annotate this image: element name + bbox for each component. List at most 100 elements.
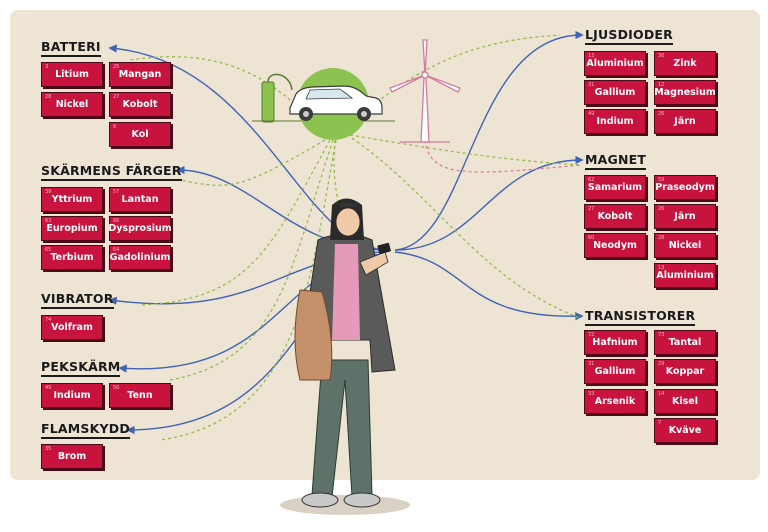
element-number: 73	[658, 332, 665, 338]
element-name: Indium	[596, 116, 634, 127]
element-name: Nickel	[668, 240, 702, 251]
element-number: 31	[588, 361, 595, 367]
element-number: 27	[113, 94, 120, 100]
element-name: Kobolt	[597, 211, 633, 222]
element-name: Litium	[55, 69, 89, 80]
element-name: Mangan	[118, 69, 162, 80]
element-name: Yttrium	[51, 194, 93, 205]
element-number: 25	[113, 64, 120, 70]
element-name: Kobolt	[122, 99, 158, 110]
element-name: Kol	[131, 129, 149, 140]
element-number: 57	[113, 189, 120, 195]
element-number: 13	[588, 53, 595, 59]
element-number: 7	[658, 420, 662, 426]
element-number: 72	[588, 332, 595, 338]
element-number: 63	[45, 218, 52, 224]
element-name: Zink	[673, 58, 697, 69]
element-number: 6	[113, 124, 117, 130]
element-number: 35	[45, 446, 52, 452]
element-number: 31	[588, 82, 595, 88]
heading-flamskydd: FLAMSKYDD	[41, 422, 130, 439]
line-ljusdioder	[394, 30, 584, 251]
element-number: 14	[658, 391, 665, 397]
element-number: 33	[588, 391, 595, 397]
heading-batteri: BATTERI	[41, 40, 101, 57]
element-name: Tantal	[668, 337, 702, 348]
element-name: Arsenik	[594, 396, 636, 407]
element-number: 64	[113, 247, 120, 253]
element-name: Lantan	[121, 194, 159, 205]
element-number: 3	[45, 64, 49, 70]
element-number: 62	[588, 177, 595, 183]
element-number: 30	[658, 53, 665, 59]
element-name: Neodym	[593, 240, 637, 251]
woman-with-phone-icon	[280, 198, 410, 515]
element-number: 26	[658, 206, 665, 212]
element-number: 65	[45, 247, 52, 253]
wind-turbine-icon	[389, 39, 461, 143]
element-name: Praseodym	[655, 182, 715, 193]
element-number: 26	[658, 111, 665, 117]
element-name: Gadolinium	[109, 252, 171, 263]
element-number: 39	[45, 189, 52, 195]
element-number: 74	[45, 317, 52, 323]
element-name: Koppar	[665, 366, 705, 377]
element-name: Aluminium	[586, 58, 644, 69]
element-name: Europium	[46, 223, 98, 234]
element-number: 60	[588, 235, 595, 241]
element-number: 59	[658, 177, 665, 183]
heading-pekskarm: PEKSKÄRM	[41, 360, 121, 377]
element-number: 28	[45, 94, 52, 100]
element-name: Nickel	[55, 99, 89, 110]
element-number: 27	[588, 206, 595, 212]
element-name: Brom	[57, 451, 87, 462]
element-name: Magnesium	[654, 87, 716, 98]
element-name: Gallium	[594, 87, 636, 98]
heading-vibrator: VIBRATOR	[41, 292, 114, 309]
element-name: Aluminium	[656, 270, 714, 281]
element-number: 49	[45, 385, 52, 391]
element-number: 12	[658, 82, 665, 88]
heading-skarmens-farger: SKÄRMENS FÄRGER	[41, 164, 182, 181]
element-name: Kisel	[672, 396, 698, 407]
electric-car-icon	[289, 68, 383, 140]
element-name: Samarium	[587, 182, 643, 193]
element-number: 13	[658, 265, 665, 271]
line-transistorer	[394, 251, 584, 321]
element-number: 66	[113, 218, 120, 224]
heading-ljusdioder: LJUSDIODER	[585, 28, 673, 45]
element-name: Järn	[674, 116, 696, 127]
heading-magnet: MAGNET	[585, 153, 647, 170]
element-name: Hafnium	[592, 337, 638, 348]
element-name: Tenn	[127, 390, 153, 401]
line-magnet	[394, 155, 584, 251]
